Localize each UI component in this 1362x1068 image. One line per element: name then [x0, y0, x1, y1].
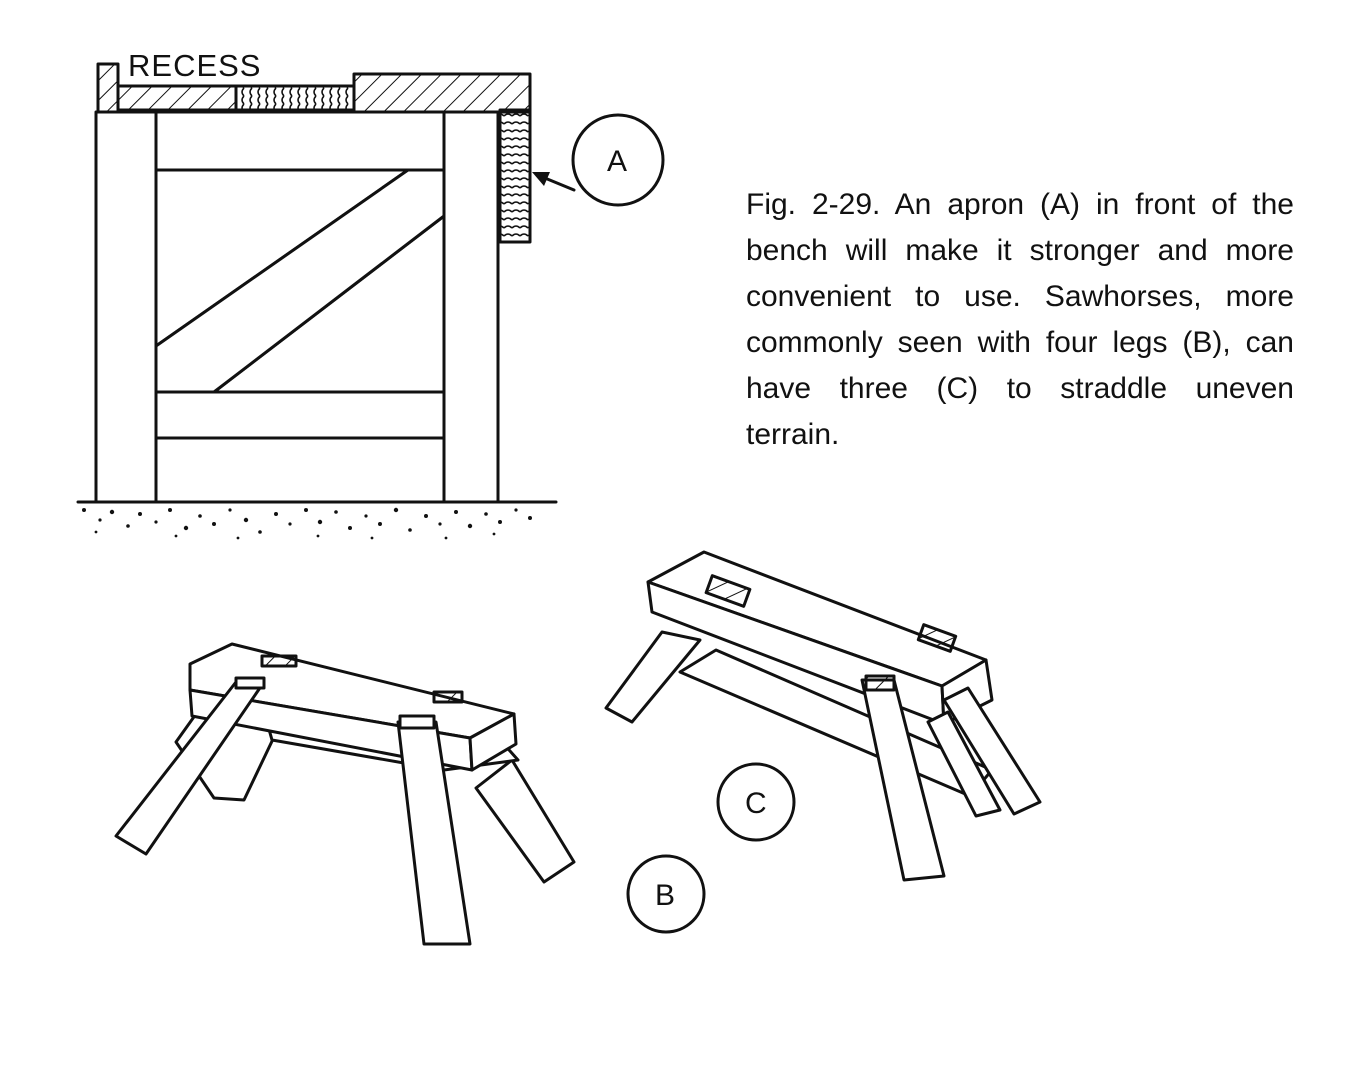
front-leg — [442, 110, 500, 504]
sawhorse-four-legs — [114, 642, 706, 946]
callout-b-label: B — [655, 879, 675, 912]
arrowhead — [532, 172, 550, 186]
recess-label: RECESS — [128, 48, 261, 83]
callout-a-label: A — [607, 145, 627, 178]
figure-caption: Fig. 2-29. An apron (A) in front of the … — [746, 188, 1294, 451]
ground-stipple — [82, 507, 532, 540]
upper-rail — [154, 110, 446, 172]
rear-leg — [94, 110, 158, 504]
callout-c-circle — [716, 762, 796, 842]
bench-top-middle — [234, 84, 356, 112]
apron-board — [498, 108, 532, 244]
rear-leg — [604, 630, 702, 724]
callout-b-circle — [626, 854, 706, 934]
back-right-leg — [474, 758, 576, 884]
lower-rail — [154, 390, 446, 440]
front-right-leg — [942, 686, 1042, 816]
bench-top-front — [352, 72, 532, 114]
bench-top-rear — [116, 84, 238, 112]
sawhorse-three-legs — [604, 550, 1042, 882]
callout-a-circle — [571, 113, 665, 207]
callout-c-label: C — [745, 787, 767, 820]
bench-end-view — [76, 62, 665, 540]
